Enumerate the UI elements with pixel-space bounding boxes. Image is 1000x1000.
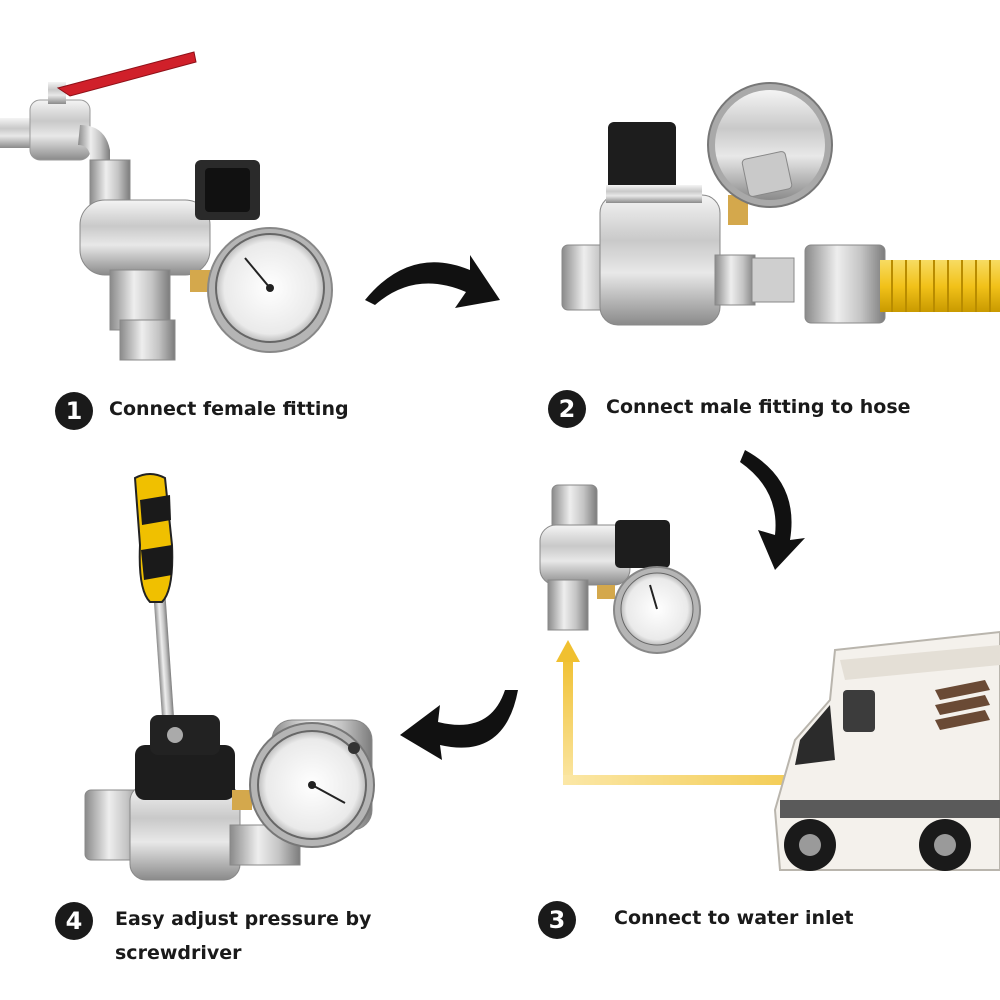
pressure-gauge-icon (707, 82, 833, 208)
step-label: Connect to water inlet (614, 907, 854, 929)
regulator-valve-icon (84, 715, 301, 881)
step-3: 3 Connect to water inlet (538, 901, 854, 939)
pressure-gauge-icon (207, 227, 333, 353)
step-label: Easy adjust pressure by screwdriver (115, 908, 372, 964)
regulator-valve-icon (539, 484, 670, 631)
step-4: 4 Easy adjust pressure by screwdriver (55, 902, 395, 970)
curved-arrow-icon (740, 450, 805, 570)
step-2: 2 Connect male fitting to hose (548, 390, 911, 428)
step-label: Connect female fitting (109, 398, 349, 420)
regulator-valve-icon (79, 159, 260, 361)
curved-arrow-icon (400, 690, 518, 760)
yellow-hose-icon (804, 244, 1000, 324)
step-number-badge: 4 (55, 902, 93, 940)
step-1: 1 Connect female fitting (55, 392, 349, 430)
step-number-badge: 3 (538, 901, 576, 939)
curved-arrow-icon (365, 255, 500, 308)
screwdriver-icon (133, 473, 175, 724)
regulator-valve-icon (561, 122, 795, 326)
pressure-gauge-icon (613, 566, 701, 654)
pressure-gauge-icon (249, 719, 375, 848)
water-tap-icon (0, 51, 197, 170)
rv-camper-icon (773, 630, 1000, 871)
step-number-badge: 2 (548, 390, 586, 428)
step-label: Connect male fitting to hose (606, 396, 911, 418)
step-number-badge: 1 (55, 392, 93, 430)
